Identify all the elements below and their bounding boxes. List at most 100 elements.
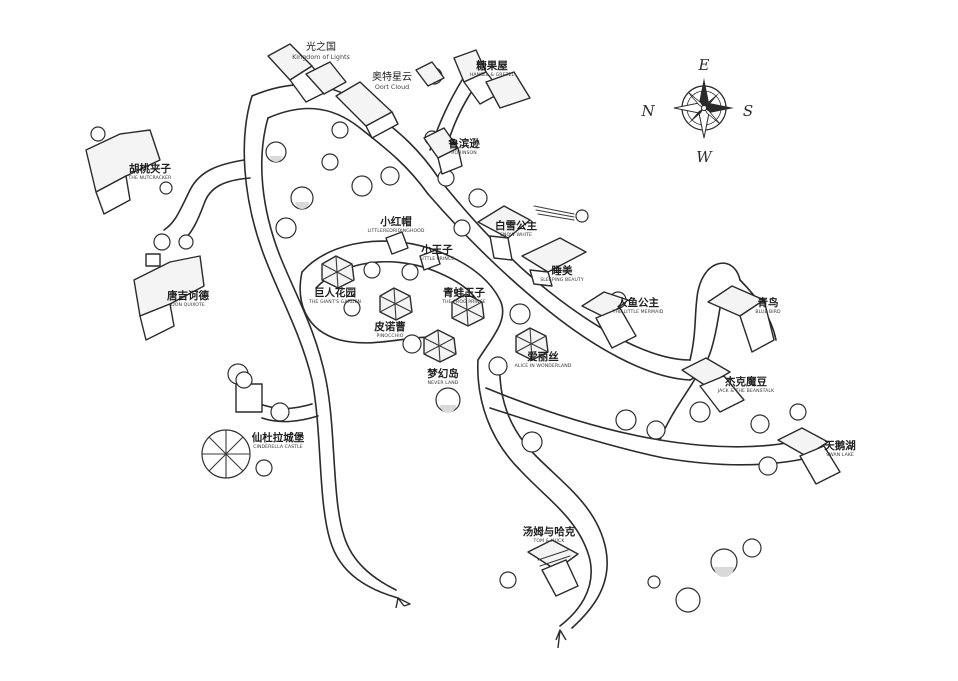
label-zh: 仙杜拉城堡 (252, 431, 305, 444)
building-oort-cloud[interactable] (335, 61, 445, 139)
label-zh: 皮诺曹 (373, 320, 406, 333)
building-kingdom-of-lights[interactable] (267, 43, 347, 103)
building-don-quixote[interactable] (133, 253, 205, 341)
building-pinocchio[interactable] (379, 287, 413, 321)
compass-rose (673, 78, 734, 139)
label-en: PINOCCHIO (377, 333, 404, 339)
tree (331, 121, 349, 139)
building-blue-bird[interactable] (707, 285, 775, 353)
building-cinderella-castle[interactable] (201, 371, 263, 479)
tree (499, 571, 517, 589)
label-en: JACK & THE BEANSTALK (717, 388, 775, 394)
label-zh: 小王子 (420, 243, 453, 256)
label-zh: 爱丽丝 (527, 350, 559, 363)
tree (270, 402, 290, 422)
compass-north-label: N (640, 102, 655, 120)
building-frog-prince[interactable] (451, 293, 485, 327)
label-zh: 白雪公主 (495, 219, 537, 232)
tree (275, 217, 297, 239)
building-little-red-riding-hood[interactable] (385, 231, 409, 255)
label-en: THE LITTLE MERMAID (612, 309, 664, 315)
building-snow-white[interactable] (477, 205, 575, 261)
label-zh: 汤姆与哈克 (523, 525, 576, 538)
tree (615, 409, 637, 431)
entrance-arrow-south (555, 629, 567, 649)
building-nutcracker[interactable] (85, 129, 161, 215)
label-en: LITTLEREDRIDINGHOOD (367, 228, 424, 234)
building-never-land[interactable] (423, 329, 457, 363)
label-en: DON QUIXOTE (171, 302, 205, 308)
tree (468, 188, 488, 208)
tree (789, 403, 807, 421)
tree (488, 356, 508, 376)
label-zh: 小红帽 (379, 215, 412, 228)
label-en: NEVER LAND (428, 380, 459, 386)
tree (178, 234, 194, 250)
label-zh: 光之国 (306, 40, 336, 53)
tree (646, 420, 666, 440)
building-little-prince[interactable] (419, 249, 441, 271)
label-en: HANSEL & GRETEL (470, 72, 515, 78)
building-robinson[interactable] (423, 127, 463, 175)
building-tom-huck[interactable] (527, 539, 579, 597)
building-swan-lake[interactable] (777, 427, 841, 485)
tree (758, 456, 778, 476)
label-zh: 糖果屋 (476, 59, 508, 72)
building-giants-garden[interactable] (321, 255, 355, 289)
building-sleeping-beauty[interactable] (521, 237, 587, 287)
label-en: CINDERELLA CASTLE (253, 444, 303, 450)
label-en: THE NUTCRACKER (128, 175, 173, 181)
label-en: SLEEPING BEAUTY (540, 277, 584, 283)
label-en: LITTLE PRINCE (420, 256, 455, 262)
building-little-mermaid[interactable] (581, 291, 637, 349)
label-en: SWAN LAKE (826, 452, 854, 458)
label-zh: 鲁滨逊 (447, 137, 480, 150)
tree (689, 401, 711, 423)
label-zh: 奥特星云 (372, 70, 412, 83)
label-zh: 青鸟 (758, 296, 779, 309)
tree (509, 303, 531, 325)
tree (750, 414, 770, 434)
building-alice-in-wonderland[interactable] (515, 327, 549, 361)
tree (290, 186, 314, 210)
label-en: THE FROG PRINCE (441, 299, 485, 305)
building-hansel-gretel[interactable] (453, 49, 531, 109)
building-jack-beanstalk[interactable] (681, 357, 745, 413)
compass-south-label: S (743, 102, 753, 120)
label-zh: 睡美 (552, 264, 573, 277)
tree (159, 181, 173, 195)
tree (363, 261, 381, 279)
label-zh: 巨人花园 (314, 286, 356, 299)
label-en: Oort Cloud (375, 83, 409, 91)
tree (321, 153, 339, 171)
label-en: ALICE IN WONDERLAND (515, 363, 572, 369)
label-en: THE GIANT'S GARDEN (308, 299, 361, 305)
tree (453, 219, 471, 237)
tree (343, 299, 361, 317)
tree (647, 575, 661, 589)
compass-west-label: W (696, 148, 713, 166)
tree (742, 538, 762, 558)
label-en: SNOW WHITE (500, 232, 532, 238)
entrance-arrow-west (395, 597, 411, 609)
tree (521, 431, 543, 453)
tree (351, 175, 373, 197)
tree (153, 233, 171, 251)
label-zh: 人鱼公主 (617, 296, 659, 309)
label-zh: 天鹅湖 (824, 439, 856, 452)
